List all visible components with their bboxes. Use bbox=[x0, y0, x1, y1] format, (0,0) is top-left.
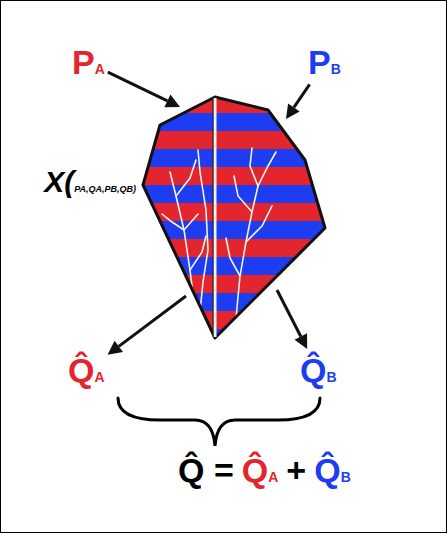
arrow-shaft bbox=[277, 290, 301, 337]
price-input-b: PB bbox=[308, 44, 341, 81]
equation-row: Q̂ =Q̂A+Q̂B bbox=[178, 452, 351, 489]
quantity-output-a: Q̂A bbox=[68, 352, 105, 389]
price-input-a: PA bbox=[72, 44, 105, 81]
arrow-shaft bbox=[108, 72, 168, 101]
arrow-head bbox=[108, 341, 123, 355]
equation-lhs: Q̂ = bbox=[178, 452, 234, 489]
symbol-label: PA bbox=[72, 44, 105, 81]
symbol-label: Q̂A bbox=[68, 352, 105, 389]
flow-arrow bbox=[286, 84, 310, 119]
flow-arrow bbox=[277, 290, 307, 349]
function-label: X(PA,QA,PB,QB) bbox=[44, 165, 136, 198]
flow-arrow bbox=[108, 72, 180, 107]
symbol-label: Q̂B bbox=[300, 352, 337, 389]
market-kite: X(PA,QA,PB,QB) bbox=[140, 95, 330, 340]
equation-term-a: Q̂A bbox=[242, 452, 279, 489]
equation-term-b: Q̂B bbox=[314, 452, 351, 489]
arrow-head bbox=[295, 333, 308, 349]
flow-arrow bbox=[108, 296, 186, 355]
arrow-shaft bbox=[294, 84, 310, 107]
plus-sign: + bbox=[286, 452, 306, 489]
arrow-shaft bbox=[119, 296, 186, 346]
arrow-head bbox=[286, 103, 300, 119]
quantity-output-b: Q̂B bbox=[300, 352, 337, 389]
arrow-head bbox=[164, 95, 180, 108]
symbol-label: PB bbox=[308, 44, 341, 81]
